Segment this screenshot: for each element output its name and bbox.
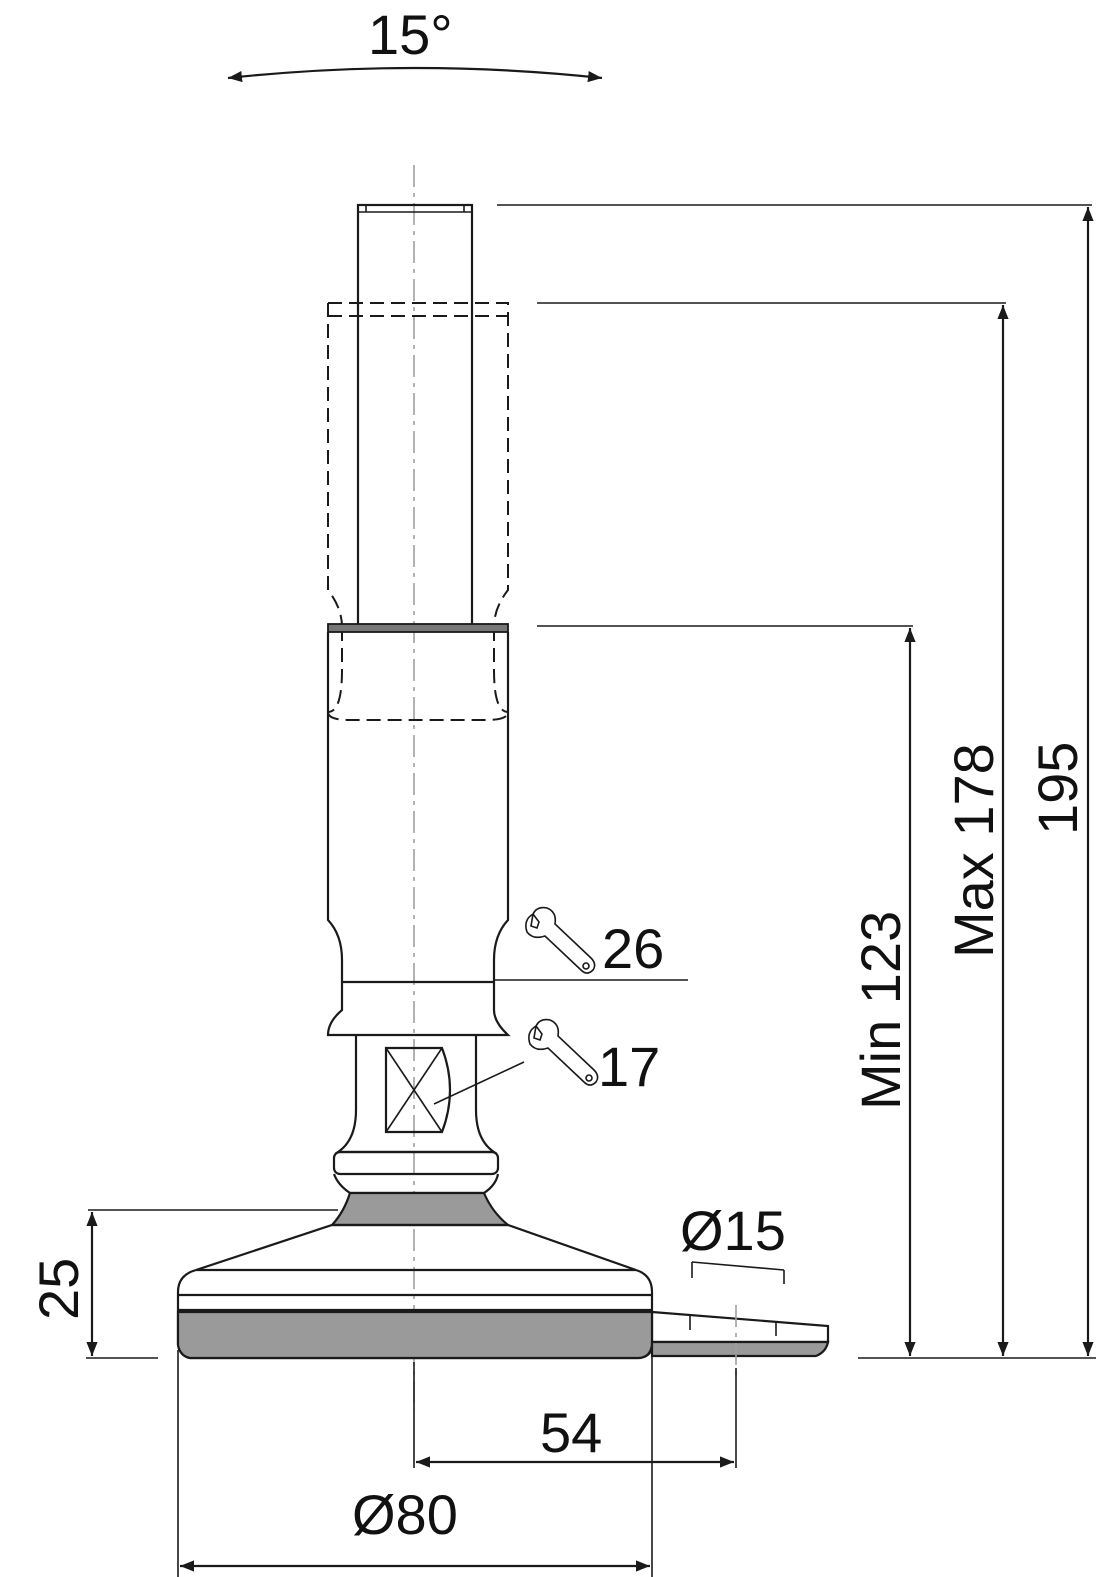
dimension-base-diameter: Ø80 [177,1350,653,1577]
rubber-pad [176,1310,654,1360]
spindle [356,203,474,629]
tilt-angle-label: 15° [368,3,453,66]
wrench-icon [525,906,596,974]
ball-joint [329,1191,512,1227]
height-min-label: Min 123 [849,911,912,1110]
wrench-17-label: 17 [598,1035,660,1098]
dimension-195: 195 [497,204,1094,1356]
base-diameter-label: Ø80 [352,1483,458,1546]
height-total-label: 195 [1026,742,1089,835]
dimension-pad-diameter: Ø15 [680,1199,786,1284]
base-height-label: 25 [27,1258,90,1320]
base-cone [176,1223,654,1360]
housing [326,623,511,1037]
pad-diameter-label: Ø15 [680,1199,786,1262]
wrench-26-callout: 26 [494,906,688,981]
offset-label: 54 [540,1401,602,1464]
height-max-label: Max 178 [942,743,1005,958]
anchor-tab [650,1305,830,1375]
tilt-angle-indicator: 15° [227,3,603,83]
hex-neck [332,1035,500,1195]
dimension-max-178: Max 178 [537,302,1009,1356]
dimension-min-123: Min 123 [537,625,916,1356]
dimension-25: 25 [27,1209,338,1356]
wrench-17-callout: 17 [433,1018,660,1105]
extended-position-outline [327,302,509,721]
dimension-54: 54 [413,1362,737,1468]
wrench-icon [528,1018,599,1086]
wrench-26-label: 26 [602,917,664,980]
